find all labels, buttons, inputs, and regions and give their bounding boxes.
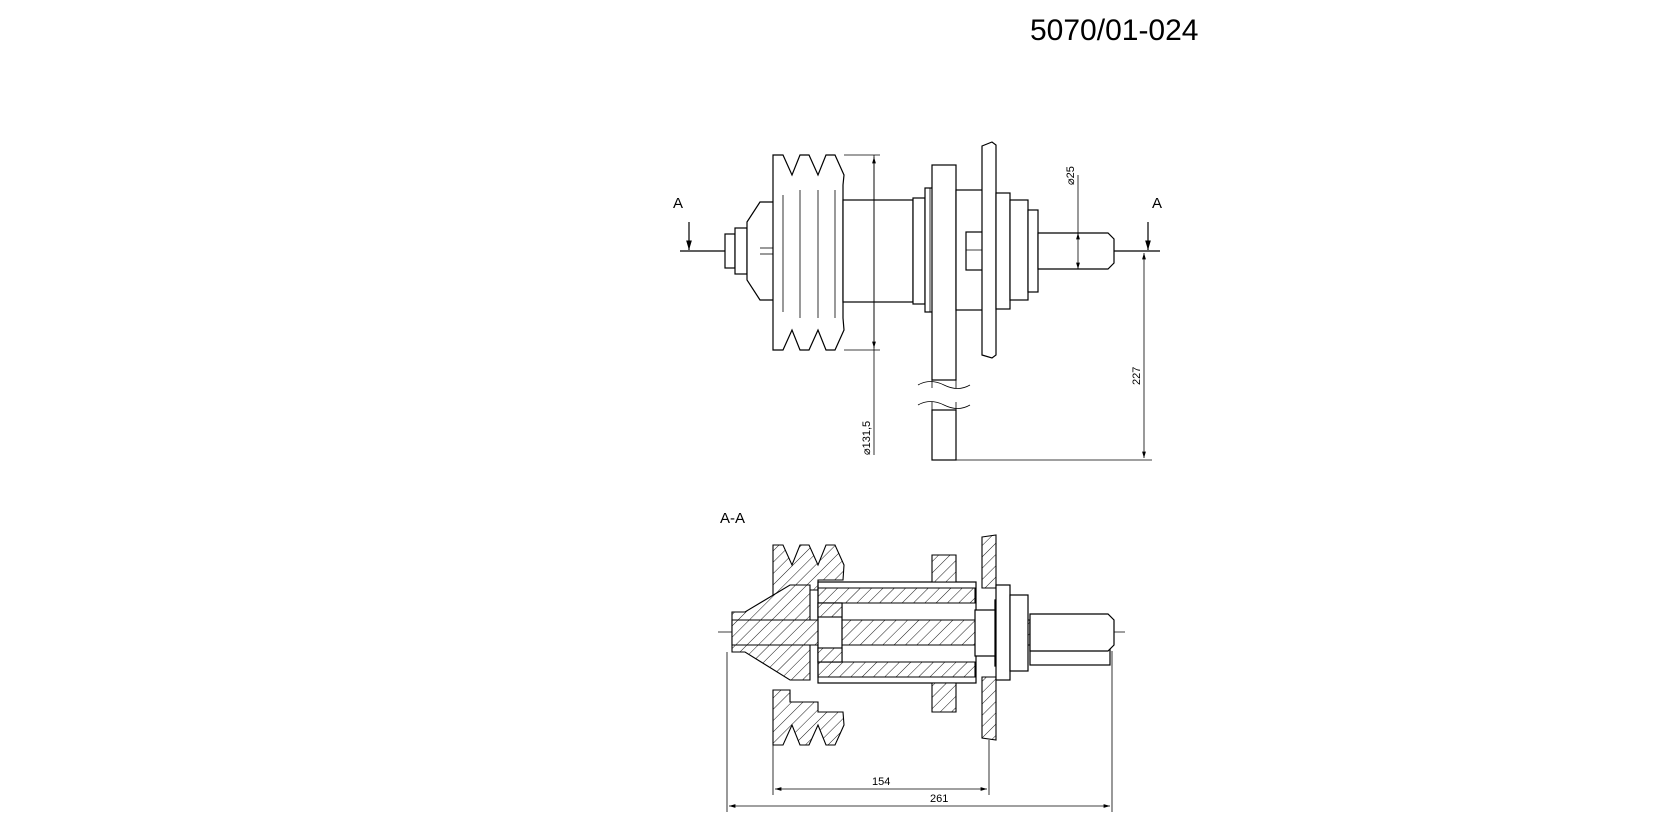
pulley-section-bottom <box>772 689 845 746</box>
lever-arm <box>917 164 971 461</box>
dim-length-overall: 261 <box>930 793 948 805</box>
dim-height: 227 <box>1131 367 1143 385</box>
flange-section-bottom <box>981 676 997 741</box>
lever-section-top <box>931 554 957 583</box>
v-belt-pulley-top <box>772 154 845 351</box>
lever-section-bottom <box>931 682 957 713</box>
top-view: A A <box>673 141 1162 461</box>
section-marker-right: A <box>1152 195 1162 212</box>
housing-section-top <box>817 587 976 604</box>
flange-section-top <box>981 534 997 589</box>
section-marker-left: A <box>673 195 683 212</box>
section-title: A-A <box>720 510 745 527</box>
housing-section-bottom <box>817 661 976 678</box>
dim-length-inner: 154 <box>872 776 890 788</box>
bearing-housing <box>842 199 914 303</box>
drawing-number: 5070/01-024 <box>1030 14 1199 47</box>
dim-pulley-diameter: ⌀131,5 <box>861 421 873 455</box>
shaft-end <box>1037 232 1115 270</box>
hub-left <box>724 201 776 301</box>
section-view-a-a: A-A <box>718 510 1125 812</box>
dim-shaft-diameter: ⌀25 <box>1065 166 1077 185</box>
